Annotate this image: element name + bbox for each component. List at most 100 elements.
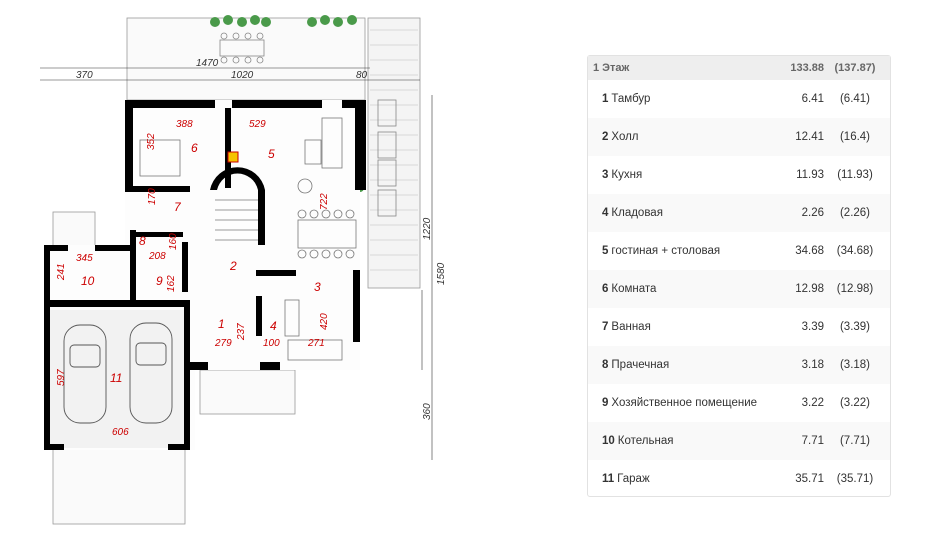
room-number: 4 xyxy=(602,207,609,219)
room-9-label: 9 xyxy=(156,274,163,288)
room-area: 12.41 xyxy=(795,131,824,143)
room-5-label: 5 xyxy=(268,147,275,161)
room-7-dim: 170 xyxy=(147,188,158,205)
dim-right-1: 1220 xyxy=(422,217,433,240)
room-11-dim-a: 597 xyxy=(56,369,67,386)
room-title: Кухня xyxy=(611,169,643,181)
room-10-dim-b: 241 xyxy=(56,263,67,281)
room-number: 1 xyxy=(602,93,609,105)
floor-area: 133.88 xyxy=(790,62,824,74)
room-area: 3.18 xyxy=(801,359,824,371)
room-title: Холл xyxy=(611,131,639,143)
room-4-label: 4 xyxy=(270,319,277,333)
room-6-label: 6 xyxy=(191,141,198,155)
room-number: 3 xyxy=(602,169,609,181)
room-number: 6 xyxy=(602,283,609,295)
floor-name: 1 Этаж xyxy=(593,62,630,74)
room-area-total: (3.22) xyxy=(839,397,871,409)
room-8-dim-b: 160 xyxy=(168,233,179,250)
room-1-dim-a: 279 xyxy=(214,338,232,349)
dimension-lines xyxy=(40,67,433,460)
table-header: 1 Этаж 133.88 (137.87) xyxy=(588,56,890,80)
room-2-label: 2 xyxy=(229,259,237,273)
dim-top-3: 1020 xyxy=(231,70,254,81)
room-area: 2.26 xyxy=(801,207,824,219)
stairs-icon xyxy=(215,199,258,241)
room-title: Кладовая xyxy=(611,207,663,219)
room-number: 5 xyxy=(602,245,609,257)
room-8-dim-a: 208 xyxy=(148,251,166,262)
boiler-porch xyxy=(52,211,96,249)
room-area-total: (16.4) xyxy=(839,131,871,143)
dim-right-2: 1580 xyxy=(436,262,447,285)
room-1-dim-b: 237 xyxy=(236,323,247,341)
room-4-dim: 100 xyxy=(263,338,280,349)
dim-right-3: 360 xyxy=(422,403,433,420)
room-area: 11.93 xyxy=(796,169,824,181)
room-title: Прачечная xyxy=(611,359,670,371)
fireplace-icon xyxy=(227,151,239,163)
floor-plan: 1470 370 1020 80 1220 1580 360 1 2 3 4 5… xyxy=(40,15,447,525)
room-area: 12.98 xyxy=(795,283,824,295)
room-title: Гараж xyxy=(617,473,650,485)
room-11-dim-b: 606 xyxy=(112,427,129,438)
room-area-total: (6.41) xyxy=(839,93,871,105)
room-title: Котельная xyxy=(617,435,674,447)
room-3-label: 3 xyxy=(314,280,321,294)
room-area: 7.71 xyxy=(801,435,824,447)
room-title: Ванная xyxy=(611,321,651,333)
garage-floor xyxy=(50,310,190,448)
room-title: гостиная + столовая xyxy=(611,245,721,257)
terrace-right xyxy=(367,17,421,289)
room-7-label: 7 xyxy=(174,200,182,214)
stair-curve xyxy=(210,167,265,245)
outdoor-table-icon xyxy=(219,32,265,64)
room-area-total: (11.93) xyxy=(837,169,873,181)
room-11-label: 11 xyxy=(110,371,122,385)
room-title: Хозяйственное помещение xyxy=(611,397,758,409)
room-10-label: 10 xyxy=(81,274,95,288)
room-5-dim-a: 529 xyxy=(249,119,266,130)
room-number: 7 xyxy=(602,321,609,333)
room-9-dim: 162 xyxy=(166,275,177,292)
room-area: 3.22 xyxy=(801,397,824,409)
terrace-top xyxy=(126,17,366,101)
room-area-total: (12.98) xyxy=(836,283,874,295)
dim-top-2: 370 xyxy=(76,70,93,81)
room-area-total: (3.18) xyxy=(839,359,871,371)
driveway xyxy=(52,439,186,525)
car-icon xyxy=(63,322,173,424)
room-area: 6.41 xyxy=(801,93,824,105)
dim-top-1: 1470 xyxy=(196,58,219,69)
room-area: 35.71 xyxy=(795,473,824,485)
room-area-total: (34.68) xyxy=(836,245,874,257)
room-area: 34.68 xyxy=(795,245,824,257)
room-title: Тамбур xyxy=(611,93,651,105)
furniture xyxy=(139,117,357,361)
room-6-dim-b: 352 xyxy=(146,133,157,150)
room-3-dim-b: 271 xyxy=(307,338,325,349)
room-1-label: 1 xyxy=(218,317,225,331)
room-number: 2 xyxy=(602,131,609,143)
